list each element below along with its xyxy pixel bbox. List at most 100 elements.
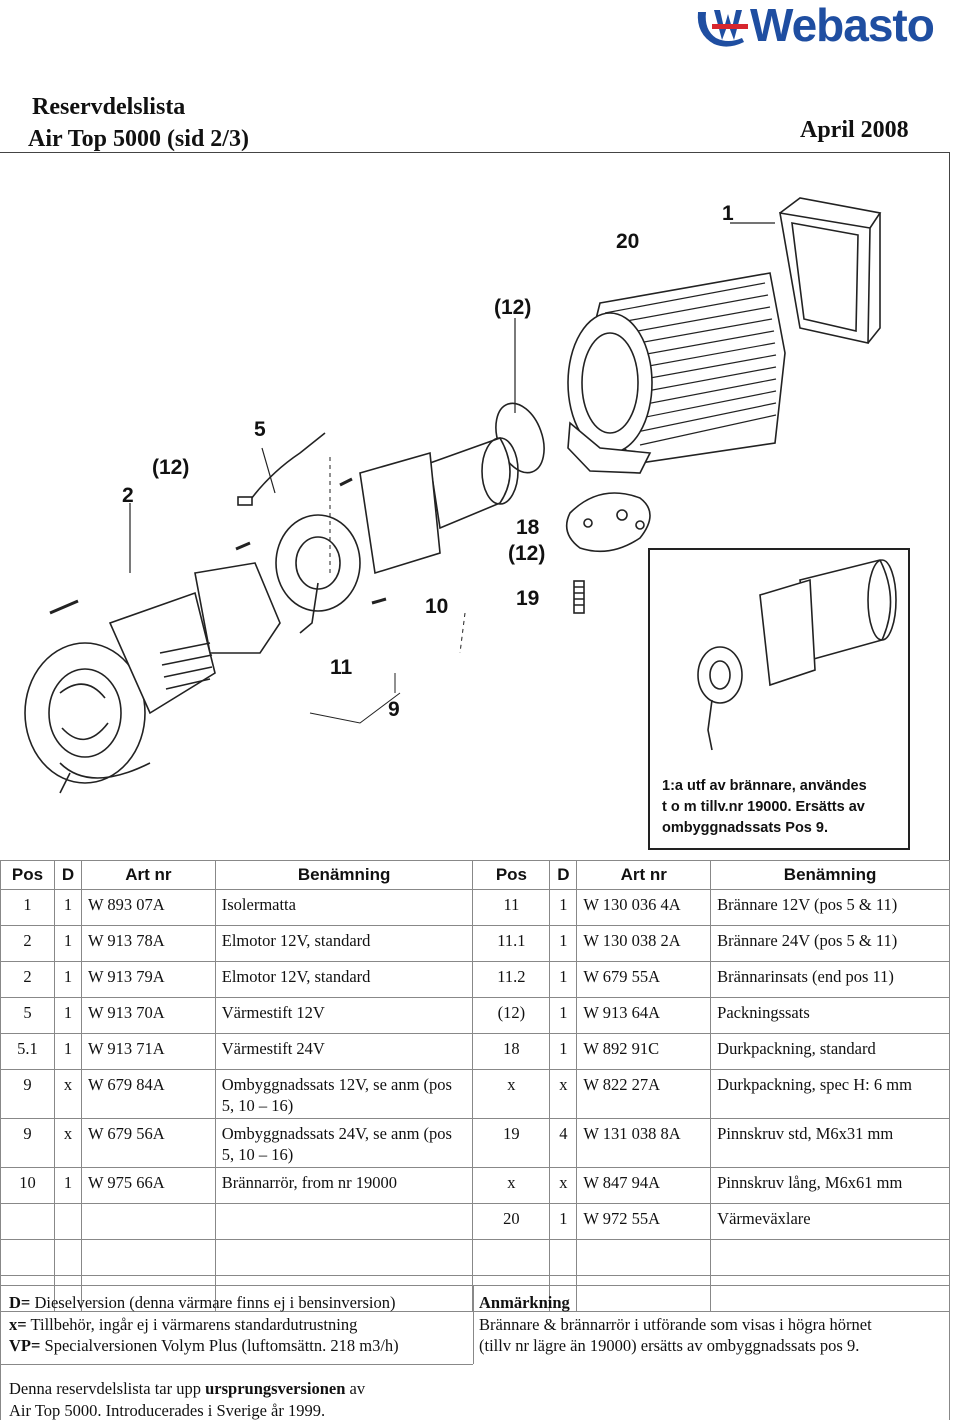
- callout-2: 2: [122, 484, 134, 508]
- legend-x-text: Tillbehör, ingår ej i värmarens standard…: [27, 1315, 358, 1334]
- cell-art-nr: W 913 70A: [81, 998, 215, 1034]
- callout-12-top: (12): [494, 296, 531, 320]
- legend-d: D= Dieselversion (denna värmare finns ej…: [9, 1292, 399, 1314]
- legend-vp-text: Specialversionen Volym Plus (luftomsättn…: [40, 1336, 398, 1355]
- cell-d: 1: [54, 1034, 81, 1070]
- cell-benamning: Ombyggnadssats 24V, se anm (pos 5, 10 – …: [215, 1119, 473, 1168]
- inset-note-line: t o m tillv.nr 19000. Ersätts av: [662, 797, 867, 818]
- legend-vp-key: VP=: [9, 1336, 40, 1355]
- cell-pos-2: 11.1: [473, 926, 550, 962]
- cell-art-nr: W 913 78A: [81, 926, 215, 962]
- figure-frame-right: [949, 152, 950, 860]
- cell-art-nr: W 913 71A: [81, 1034, 215, 1070]
- callout-12-left: (12): [152, 456, 189, 480]
- cell-pos: [1, 1240, 55, 1276]
- cell-benamning-2: Packningssats: [711, 998, 950, 1034]
- cell-art-nr-2: W 679 55A: [577, 962, 711, 998]
- cell-d-2: 1: [550, 998, 577, 1034]
- callout-19: 19: [516, 587, 539, 611]
- cell-art-nr: W 893 07A: [81, 890, 215, 926]
- cell-d: x: [54, 1119, 81, 1168]
- cell-benamning: Brännarrör, from nr 19000: [215, 1168, 473, 1204]
- header-art-nr: Art nr: [81, 861, 215, 890]
- cell-pos: 5: [1, 998, 55, 1034]
- burner-insert-part: [276, 515, 360, 633]
- callout-10: 10: [425, 595, 448, 619]
- cell-d-2: 1: [550, 1034, 577, 1070]
- legend-d-text: Dieselversion (denna värmare finns ej i …: [30, 1293, 395, 1312]
- cell-d: 1: [54, 998, 81, 1034]
- isolation-mat-part: [780, 198, 880, 343]
- version-note: Denna reservdelslista tar upp ursprungsv…: [9, 1378, 365, 1421]
- cell-pos-2: 20: [473, 1204, 550, 1240]
- heat-exchanger-part: [568, 273, 785, 473]
- cell-pos: 2: [1, 926, 55, 962]
- header-pos-2: Pos: [473, 861, 550, 890]
- cell-art-nr-2: W 130 036 4A: [577, 890, 711, 926]
- legend-notes: D= Dieselversion (denna värmare finns ej…: [9, 1292, 399, 1357]
- version-note-pre: Denna reservdelslista tar upp: [9, 1379, 205, 1398]
- brand-name: Webasto: [750, 0, 934, 52]
- cell-benamning: Isolermatta: [215, 890, 473, 926]
- old-burner-drawing: [650, 550, 908, 770]
- document-date: April 2008: [800, 117, 909, 144]
- cell-d: 1: [54, 1168, 81, 1204]
- legend-vp: VP= Specialversionen Volym Plus (luftoms…: [9, 1335, 399, 1357]
- cell-d-2: x: [550, 1168, 577, 1204]
- cell-pos-2: 11.2: [473, 962, 550, 998]
- inset-note-line: 1:a utf av brännare, användes: [662, 776, 867, 797]
- cell-art-nr-2: W 822 27A: [577, 1070, 711, 1119]
- cell-pos: [1, 1204, 55, 1240]
- cell-art-nr: W 975 66A: [81, 1168, 215, 1204]
- header-d: D: [54, 861, 81, 890]
- header-benamning: Benämning: [215, 861, 473, 890]
- cell-pos-2: 19: [473, 1119, 550, 1168]
- cell-pos-2: [473, 1240, 550, 1276]
- cell-benamning-2: Brännare 24V (pos 5 & 11): [711, 926, 950, 962]
- document-subtitle: Air Top 5000 (sid 2/3): [28, 126, 249, 153]
- glow-pin-part: [238, 433, 325, 505]
- callout-9: 9: [388, 698, 400, 722]
- cell-benamning-2: Durkpackning, standard: [711, 1034, 950, 1070]
- inset-old-burner: 1:a utf av brännare, användes t o m till…: [648, 548, 910, 850]
- legend-x-key: x=: [9, 1315, 27, 1334]
- header-benamning-2: Benämning: [711, 861, 950, 890]
- header-d-2: D: [550, 861, 577, 890]
- cell-d-2: 1: [550, 1204, 577, 1240]
- cell-benamning: Värmestift 12V: [215, 998, 473, 1034]
- table-row: [1, 1240, 950, 1276]
- cell-d: x: [54, 1070, 81, 1119]
- cell-benamning-2: Pinnskruv lång, M6x61 mm: [711, 1168, 950, 1204]
- cell-benamning: [215, 1240, 473, 1276]
- cell-art-nr-2: W 847 94A: [577, 1168, 711, 1204]
- stud-part: [574, 581, 584, 613]
- cell-benamning-2: Värmeväxlare: [711, 1204, 950, 1240]
- burner-tube-part: [360, 438, 518, 573]
- notes-divider: [473, 1286, 474, 1364]
- cell-benamning-2: Brännarinsats (end pos 11): [711, 962, 950, 998]
- legend-d-key: D=: [9, 1293, 30, 1312]
- version-note-post: av: [345, 1379, 365, 1398]
- table-header-row: Pos D Art nr Benämning Pos D Art nr Benä…: [1, 861, 950, 890]
- callout-1: 1: [722, 202, 734, 226]
- callout-11: 11: [330, 656, 352, 680]
- cell-art-nr: [81, 1240, 215, 1276]
- cell-benamning-2: [711, 1240, 950, 1276]
- cell-art-nr-2: W 130 038 2A: [577, 926, 711, 962]
- webasto-emblem-icon: [694, 4, 754, 50]
- remark-line: (tillv nr lägre än 19000) ersätts av omb…: [479, 1335, 872, 1357]
- inset-note: 1:a utf av brännare, användes t o m till…: [662, 776, 867, 839]
- remark-line: Brännare & brännarrör i utförande som vi…: [479, 1314, 872, 1336]
- cell-benamning-2: Durkpackning, spec H: 6 mm: [711, 1070, 950, 1119]
- cell-d: 1: [54, 926, 81, 962]
- version-note-line2: Air Top 5000. Introducerades i Sverige å…: [9, 1400, 365, 1421]
- legend-x: x= Tillbehör, ingår ej i värmarens stand…: [9, 1314, 399, 1336]
- cell-pos: 9: [1, 1070, 55, 1119]
- cell-benamning: Elmotor 12V, standard: [215, 926, 473, 962]
- cell-d: [54, 1204, 81, 1240]
- cell-art-nr-2: W 892 91C: [577, 1034, 711, 1070]
